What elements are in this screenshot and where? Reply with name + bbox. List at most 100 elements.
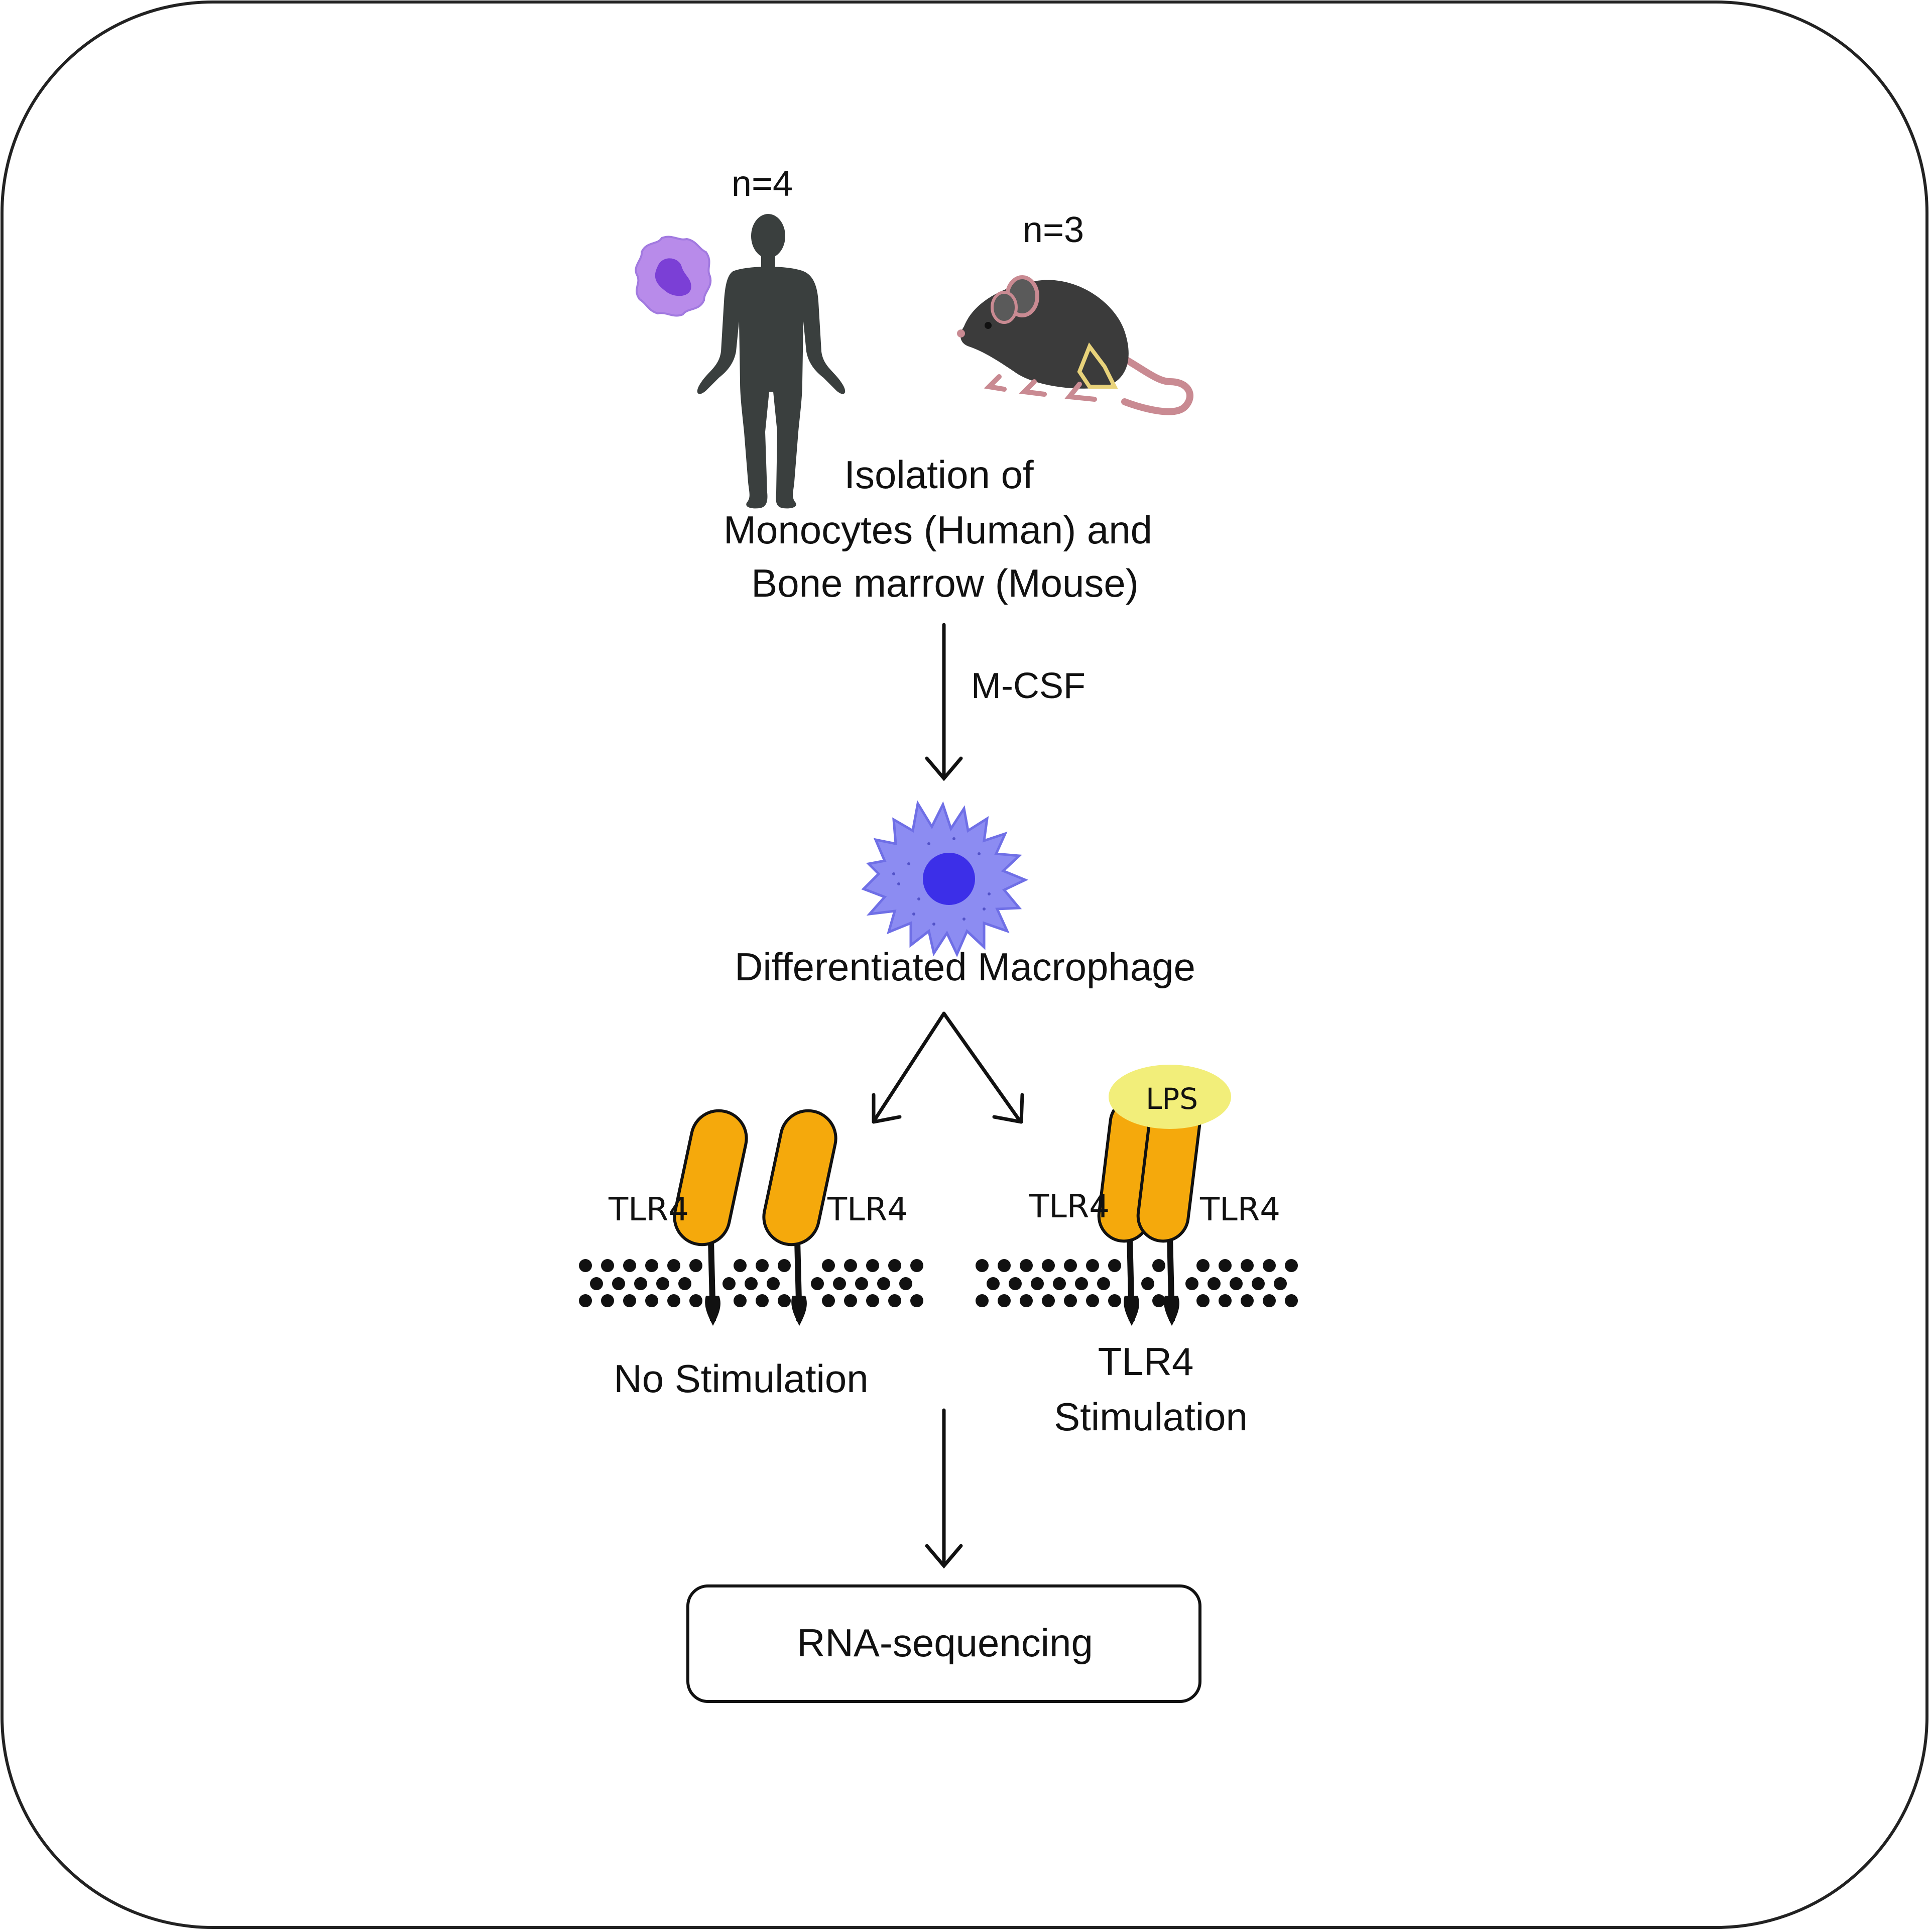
membrane-lipid — [1086, 1259, 1099, 1272]
membrane-lipid — [1075, 1277, 1088, 1290]
human-sample-size: n=4 — [732, 164, 793, 204]
membrane-lipid — [1064, 1259, 1077, 1272]
membrane-lipid — [656, 1277, 669, 1290]
membrane-lipid — [634, 1277, 647, 1290]
stimulation-label-line1: TLR4 — [1098, 1339, 1194, 1384]
mcsf-label: M-CSF — [971, 666, 1086, 706]
tlr4-label-left-b: TLR4 — [827, 1191, 908, 1228]
no-stimulation-label: No Stimulation — [614, 1356, 868, 1401]
membrane-lipid — [998, 1294, 1011, 1307]
tlr4-receptor-icon — [762, 1109, 837, 1326]
membrane-lipid — [778, 1294, 791, 1307]
membrane-lipid — [822, 1259, 835, 1272]
membrane-lipid — [1064, 1294, 1077, 1307]
membrane-lipid — [1285, 1259, 1298, 1272]
membrane-lipid — [1053, 1277, 1066, 1290]
membrane-lipid — [1097, 1277, 1110, 1290]
membrane-lipid — [998, 1259, 1011, 1272]
membrane-lipid — [1108, 1259, 1121, 1272]
split-arrows — [872, 1011, 1024, 1124]
membrane-lipid — [579, 1294, 592, 1307]
membrane-lipid — [1263, 1259, 1276, 1272]
membrane-lipid — [1152, 1259, 1165, 1272]
lps-label: LPS — [1146, 1082, 1198, 1116]
membrane-lipid — [601, 1259, 614, 1272]
membrane-lipid — [1152, 1294, 1165, 1307]
membrane-lipid — [910, 1259, 923, 1272]
membrane-lipid — [1230, 1277, 1243, 1290]
membrane-lipid — [1263, 1294, 1276, 1307]
membrane-lipid — [689, 1294, 702, 1307]
membrane-lipid — [855, 1277, 868, 1290]
membrane-lipid — [987, 1277, 1000, 1290]
membrane-lipid — [678, 1277, 691, 1290]
sequencing-arrow — [925, 1408, 963, 1569]
stimulation-label-line2: Stimulation — [1054, 1395, 1248, 1439]
membrane-lipid — [844, 1259, 857, 1272]
membrane-lipid — [1086, 1294, 1099, 1307]
membrane-lipid — [734, 1259, 747, 1272]
membrane-lipid — [1274, 1277, 1287, 1290]
membrane-lipid — [645, 1259, 658, 1272]
macrophage-icon — [861, 800, 1029, 958]
membrane-lipid — [1241, 1294, 1254, 1307]
membrane-lipid — [1042, 1259, 1055, 1272]
membrane-lipid — [778, 1259, 791, 1272]
membrane-lipid — [1020, 1259, 1033, 1272]
membrane-lipid — [579, 1259, 592, 1272]
tlr4-label-right-b: TLR4 — [1199, 1191, 1280, 1228]
membrane-lipid — [1252, 1277, 1265, 1290]
membrane-lipid — [866, 1294, 879, 1307]
membrane-lipid — [910, 1294, 923, 1307]
rna-seq-label: RNA-sequencing — [797, 1621, 1093, 1665]
macrophage-label: Differentiated Macrophage — [735, 945, 1195, 989]
tlr4-label-left-a: TLR4 — [608, 1191, 689, 1228]
membrane-lipid — [722, 1277, 736, 1290]
membrane-lipid — [1196, 1259, 1210, 1272]
membrane-lipid — [734, 1294, 747, 1307]
rna-seq-box — [686, 1584, 1201, 1703]
isolation-label-line2: Monocytes (Human) and — [724, 508, 1152, 552]
membrane-lipid — [899, 1277, 912, 1290]
membrane-lipid — [601, 1294, 614, 1307]
tlr4-label-right-a: TLR4 — [1029, 1188, 1110, 1225]
mouse-icon — [957, 275, 1193, 415]
membrane-lipid — [811, 1277, 824, 1290]
membrane-lipid — [866, 1259, 879, 1272]
membrane-lipid — [767, 1277, 780, 1290]
membrane-lipid — [667, 1259, 680, 1272]
membrane-lipid — [1208, 1277, 1221, 1290]
membrane-lipid — [667, 1294, 680, 1307]
membrane-lipid — [623, 1259, 636, 1272]
membrane-lipid — [1108, 1294, 1121, 1307]
membrane-lipid — [623, 1294, 636, 1307]
human-silhouette-icon — [697, 214, 846, 509]
monocyte-icon — [635, 236, 712, 317]
membrane-lipid — [888, 1259, 901, 1272]
membrane-lipid — [745, 1277, 758, 1290]
membrane-lipid — [976, 1294, 989, 1307]
membrane-lipid — [1141, 1277, 1154, 1290]
membrane-lipid — [1185, 1277, 1198, 1290]
membrane-lipid — [1009, 1277, 1022, 1290]
membrane-lipid — [1285, 1294, 1298, 1307]
membrane-lipid — [689, 1259, 702, 1272]
membrane-lipid — [844, 1294, 857, 1307]
membrane-lipid — [1031, 1277, 1044, 1290]
membrane-lipid — [590, 1277, 603, 1290]
membrane-lipid — [1020, 1294, 1033, 1307]
membrane-lipid — [1042, 1294, 1055, 1307]
membrane-lipid — [1241, 1259, 1254, 1272]
isolation-label-line3: Bone marrow (Mouse) — [751, 561, 1139, 605]
membrane-lipid — [756, 1294, 769, 1307]
tlr4-receptor-icon — [673, 1109, 748, 1326]
isolation-label-line1: Isolation of — [844, 452, 1034, 497]
membrane-lipid — [888, 1294, 901, 1307]
membrane-lipid — [1219, 1294, 1232, 1307]
membrane-icon — [579, 1259, 923, 1307]
membrane-lipid — [833, 1277, 846, 1290]
membrane-icon — [976, 1259, 1298, 1307]
membrane-lipid — [645, 1294, 658, 1307]
membrane-lipid — [976, 1259, 989, 1272]
